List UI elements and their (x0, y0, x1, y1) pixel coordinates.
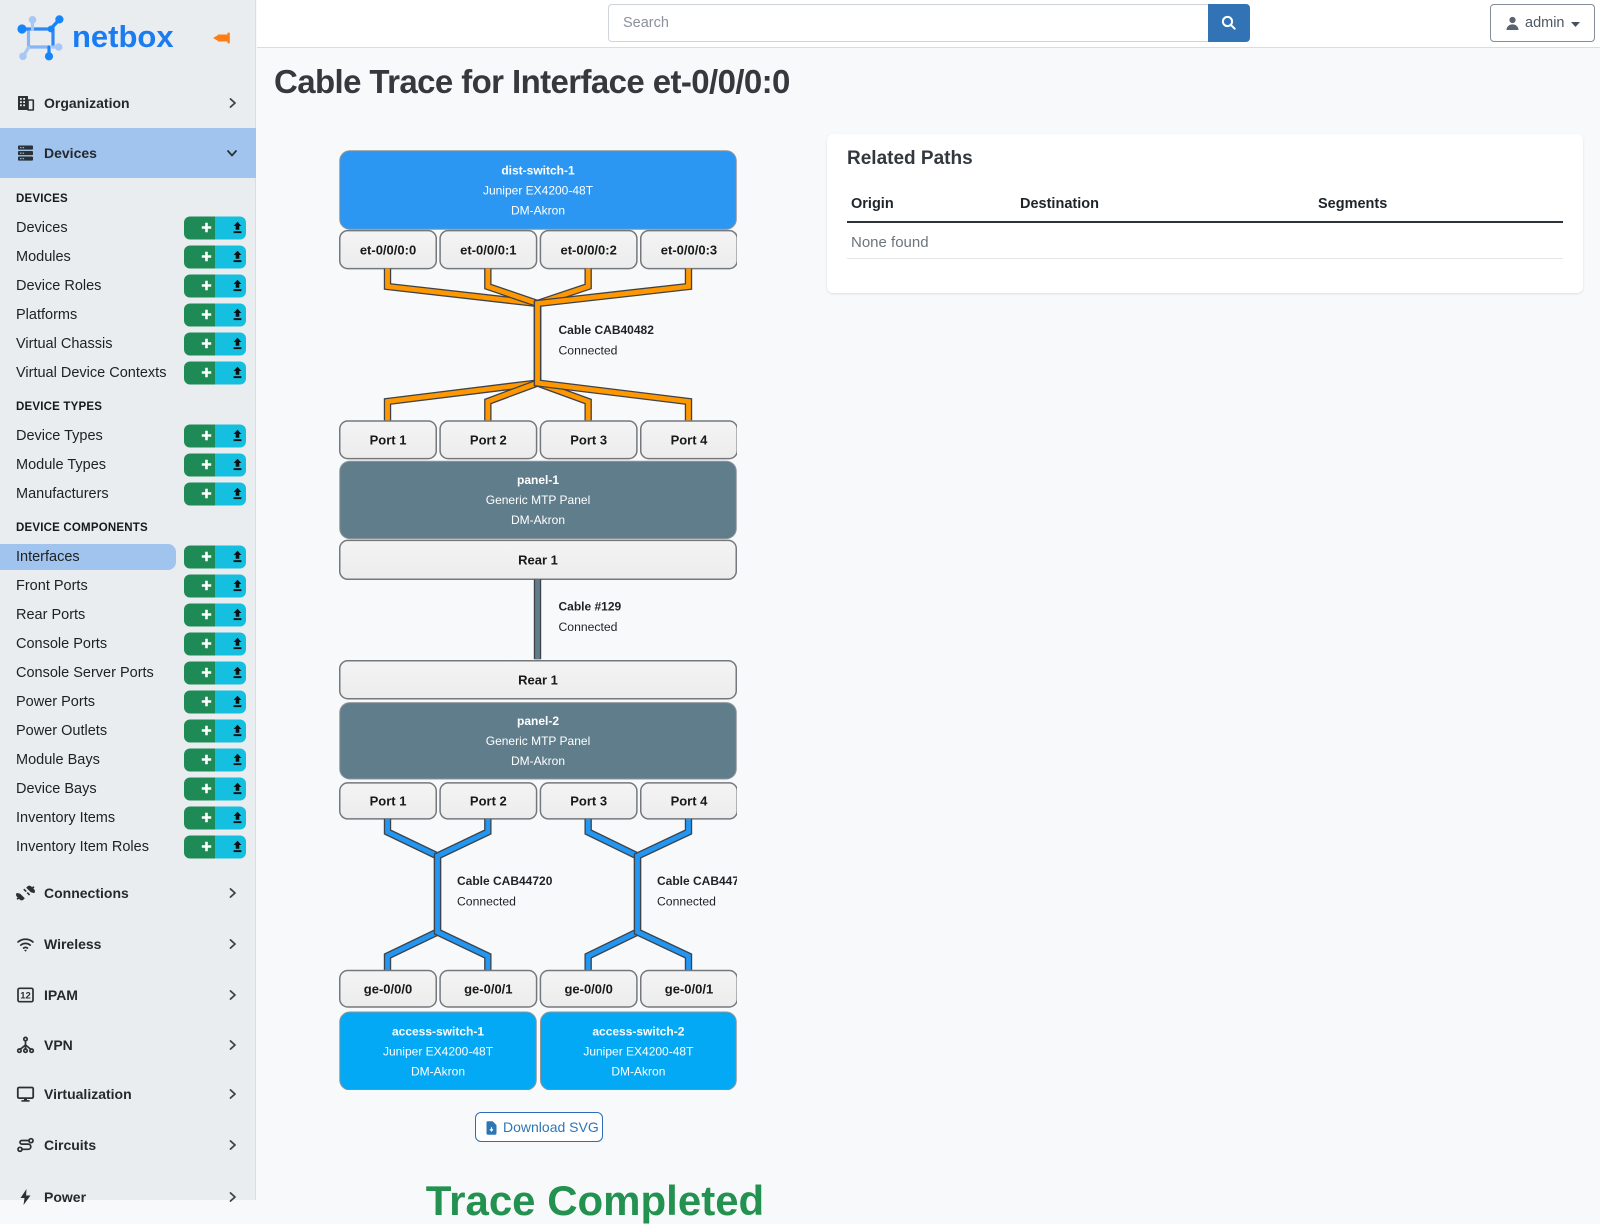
svg-text:dist-switch-1: dist-switch-1 (501, 163, 575, 177)
svg-text:Generic MTP Panel: Generic MTP Panel (486, 493, 591, 507)
svg-text:Port 3: Port 3 (570, 794, 607, 809)
svg-text:Juniper EX4200-48T: Juniper EX4200-48T (383, 1044, 494, 1058)
svg-text:ge-0/0/1: ge-0/0/1 (464, 981, 512, 996)
svg-text:access-switch-1: access-switch-1 (392, 1024, 484, 1038)
svg-text:panel-1: panel-1 (517, 473, 559, 487)
svg-text:Connected: Connected (457, 895, 516, 909)
svg-text:Port 4: Port 4 (671, 794, 709, 809)
svg-text:Rear 1: Rear 1 (518, 672, 558, 687)
svg-text:Juniper EX4200-48T: Juniper EX4200-48T (483, 183, 594, 197)
svg-text:ge-0/0/1: ge-0/0/1 (665, 981, 713, 996)
svg-text:Connected: Connected (559, 620, 618, 634)
svg-text:Connected: Connected (559, 344, 618, 358)
svg-text:panel-2: panel-2 (517, 714, 559, 728)
svg-text:access-switch-2: access-switch-2 (592, 1024, 684, 1038)
svg-text:Cable CAB40482: Cable CAB40482 (559, 323, 655, 337)
svg-text:Juniper EX4200-48T: Juniper EX4200-48T (583, 1044, 694, 1058)
svg-text:Port 2: Port 2 (470, 433, 507, 448)
svg-text:et-0/0/0:3: et-0/0/0:3 (661, 242, 717, 257)
svg-text:Port 2: Port 2 (470, 794, 507, 809)
svg-text:DM-Akron: DM-Akron (611, 1064, 665, 1078)
svg-text:Generic MTP Panel: Generic MTP Panel (486, 734, 591, 748)
svg-text:Cable CAB44720: Cable CAB44720 (457, 874, 553, 888)
svg-text:Cable #129: Cable #129 (559, 599, 622, 613)
svg-text:Port 1: Port 1 (370, 433, 407, 448)
svg-text:Cable CAB44721: Cable CAB44721 (657, 874, 737, 888)
svg-text:Port 1: Port 1 (370, 794, 407, 809)
svg-text:DM-Akron: DM-Akron (511, 203, 565, 217)
svg-text:et-0/0/0:2: et-0/0/0:2 (560, 242, 616, 257)
svg-text:DM-Akron: DM-Akron (411, 1064, 465, 1078)
svg-text:Rear 1: Rear 1 (518, 553, 558, 568)
svg-text:et-0/0/0:0: et-0/0/0:0 (360, 242, 416, 257)
svg-text:Port 4: Port 4 (671, 433, 709, 448)
svg-text:12: 12 (20, 991, 31, 1002)
svg-text:Port 3: Port 3 (570, 433, 607, 448)
svg-text:Connected: Connected (657, 895, 716, 909)
svg-text:ge-0/0/0: ge-0/0/0 (364, 981, 412, 996)
svg-text:DM-Akron: DM-Akron (511, 513, 565, 527)
svg-text:ge-0/0/0: ge-0/0/0 (564, 981, 612, 996)
svg-text:et-0/0/0:1: et-0/0/0:1 (460, 242, 516, 257)
svg-text:DM-Akron: DM-Akron (511, 754, 565, 768)
